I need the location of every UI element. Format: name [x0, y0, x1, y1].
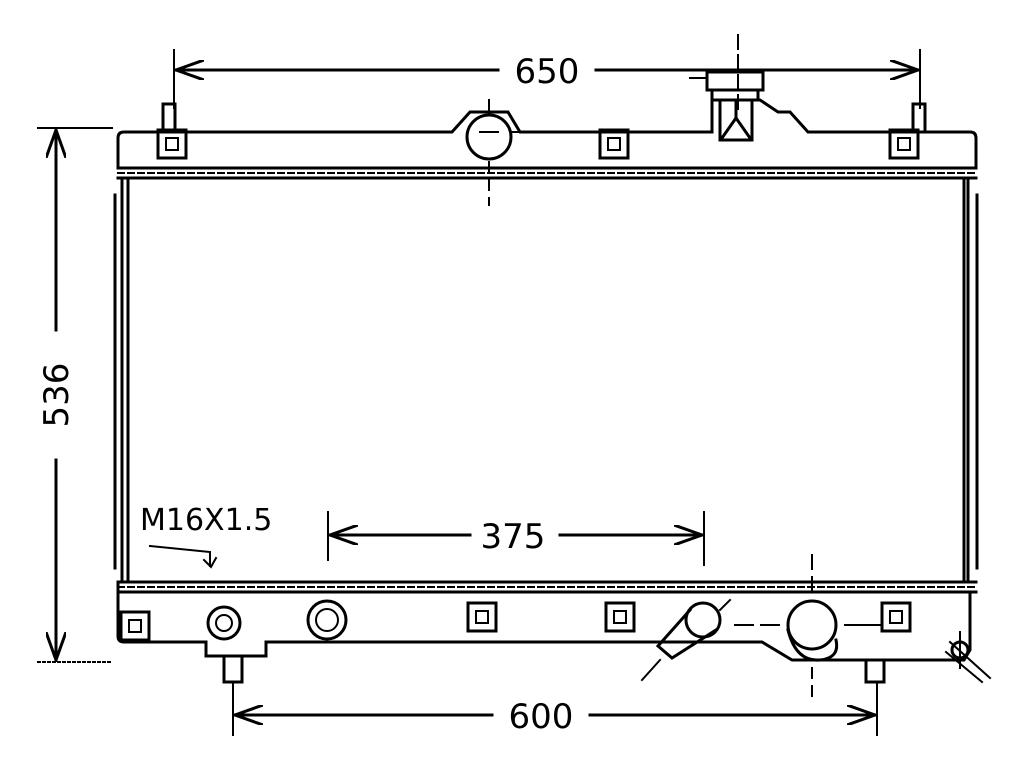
bottom-tank — [116, 554, 992, 701]
radiator-core — [113, 176, 979, 584]
dimension-label-top: 650 — [515, 52, 580, 92]
top-tank — [116, 98, 978, 206]
dimension-middle-375: 375 — [327, 511, 705, 566]
thread-callout: M16X1.5 — [140, 503, 272, 569]
dimension-left-536: 536 — [37, 127, 113, 663]
thread-label: M16X1.5 — [140, 503, 272, 538]
dimension-label-left: 536 — [37, 363, 77, 428]
dimension-label-bottom: 600 — [509, 697, 574, 737]
dimension-top-650: 650 — [173, 49, 921, 109]
filler-neck — [689, 34, 765, 142]
dimension-bottom-600: 600 — [232, 681, 878, 737]
dimension-label-middle: 375 — [481, 517, 546, 557]
